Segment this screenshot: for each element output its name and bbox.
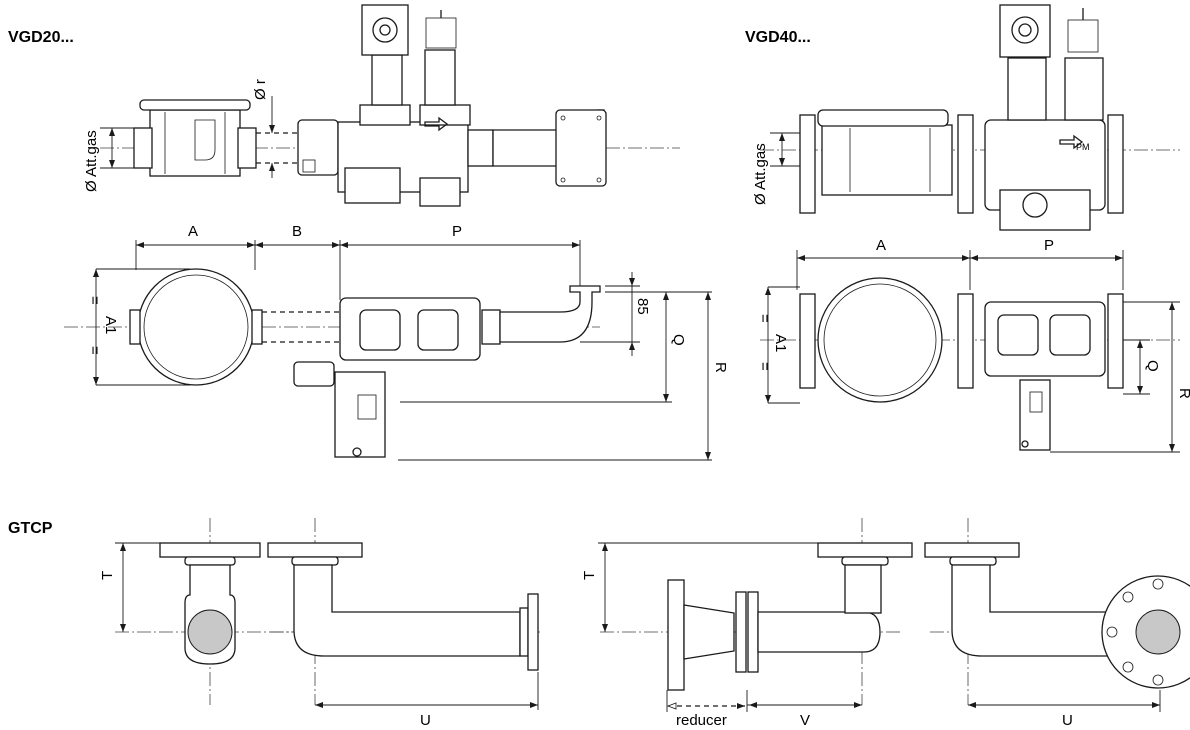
dim-P-vgd40: P — [1044, 237, 1054, 254]
dim-U-2: U — [1062, 712, 1073, 729]
vgd20-side-view: Ø Att.gas Ø r — [83, 4, 680, 207]
dim-P-vgd20: P — [452, 223, 462, 240]
dim-eq2-vgd20: = — [86, 346, 103, 355]
vgd20-top-view: A B P = A1 = 85 — [64, 223, 729, 461]
dim-att-gas-vgd20: Ø Att.gas — [83, 130, 100, 192]
title-vgd40: VGD40... — [745, 29, 811, 46]
dim-T-2: T — [581, 571, 598, 580]
dim-eq2-vgd40: = — [756, 362, 773, 371]
dim-A-vgd40: A — [876, 237, 886, 254]
dim-A-vgd20: A — [188, 223, 198, 240]
dim-A1-vgd20: A1 — [102, 316, 119, 334]
dim-T-1: T — [99, 571, 116, 580]
dim-r: Ø r — [252, 79, 269, 100]
vgd40-side-view: PM Ø Att.gas — [752, 4, 1180, 231]
gtcp-section: T U T reducer — [99, 518, 1190, 729]
vgd40-top-view: A P = A1 = Q R — [756, 237, 1190, 453]
dim-Q-vgd40: Q — [1144, 360, 1161, 372]
dim-R-vgd20: R — [712, 362, 729, 373]
dim-A1-vgd40: A1 — [772, 334, 789, 352]
dim-B: B — [292, 223, 302, 240]
title-gtcp: GTCP — [8, 520, 53, 537]
dim-85: 85 — [634, 298, 651, 315]
dim-att-gas-vgd40: Ø Att.gas — [752, 143, 769, 205]
dim-eq1-vgd40: = — [756, 314, 773, 323]
dim-V: V — [800, 712, 810, 729]
dim-Q-vgd20: Q — [670, 334, 687, 346]
title-vgd20: VGD20... — [8, 29, 74, 46]
dim-eq1-vgd20: = — [86, 296, 103, 305]
dim-R-vgd40: R — [1176, 388, 1190, 399]
dim-reducer: reducer — [676, 712, 727, 729]
dim-U-1: U — [420, 712, 431, 729]
label-pm: PM — [1076, 142, 1090, 152]
